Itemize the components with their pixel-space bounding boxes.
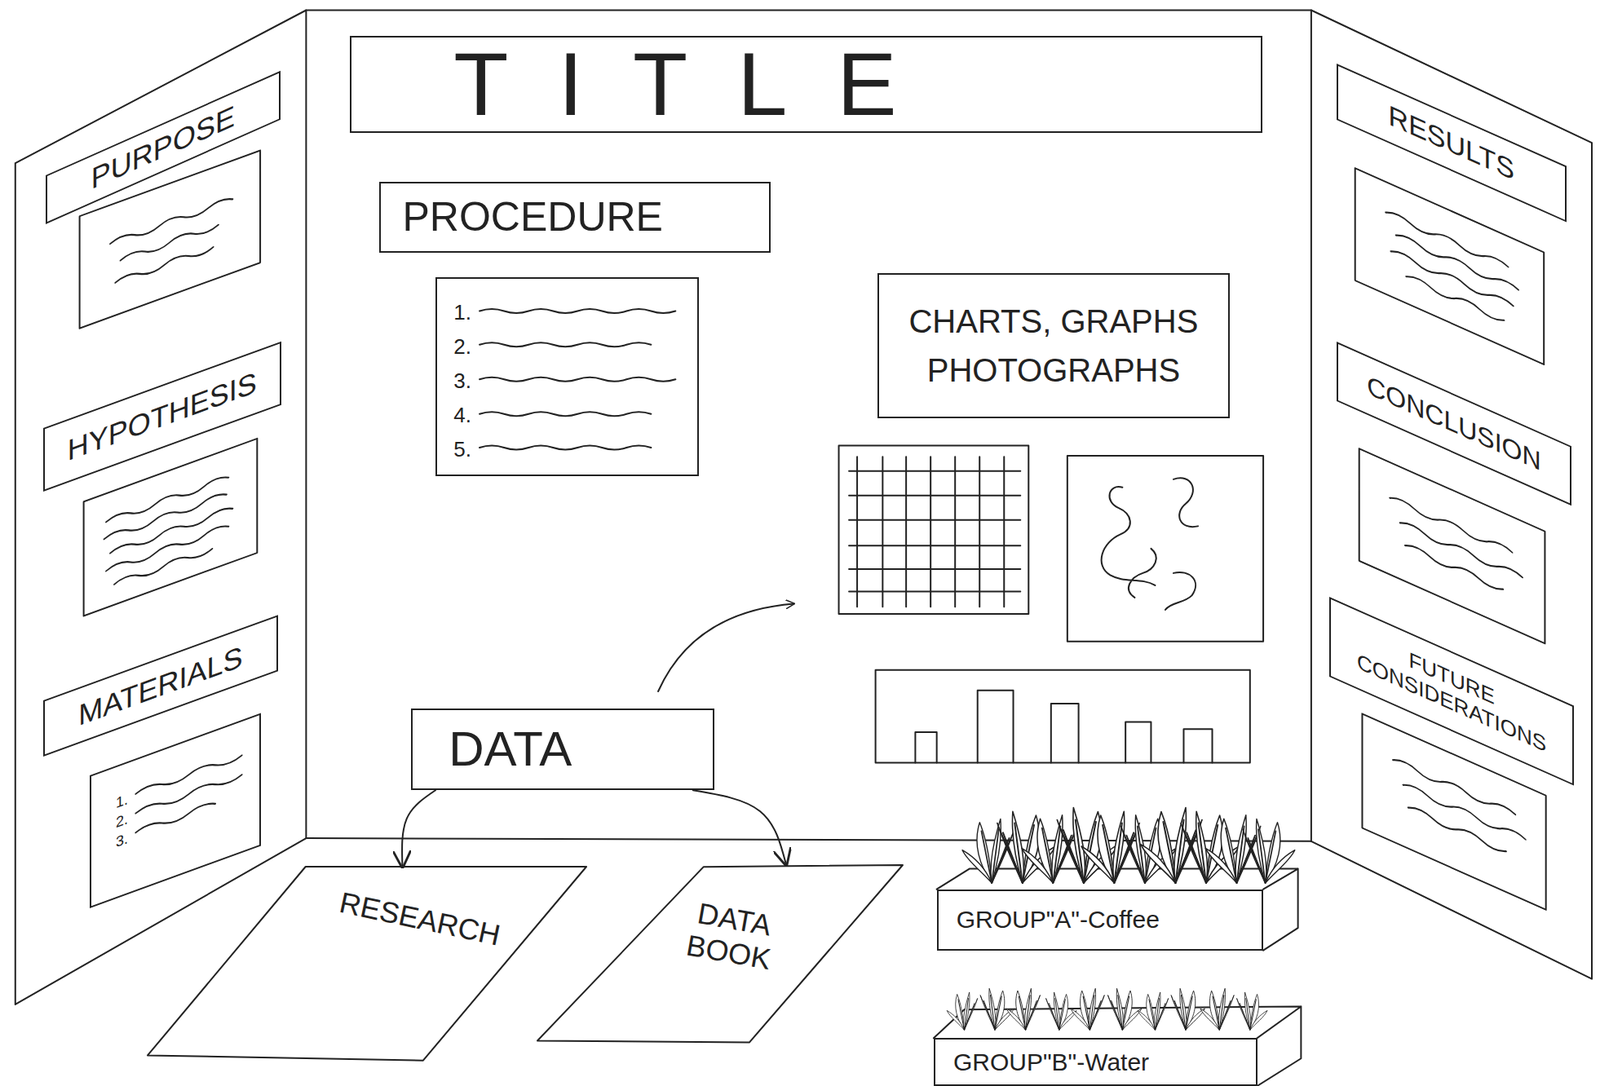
- plant: [1070, 988, 1105, 1030]
- connector-group: [402, 790, 787, 867]
- connector-arrow: [693, 790, 787, 865]
- section-label: PURPOSE: [45, 70, 281, 225]
- scribble-lines: [110, 196, 233, 288]
- scribble-lines: [1392, 756, 1526, 863]
- node-label: TITLE: [453, 30, 947, 138]
- section-label: DATA: [411, 708, 715, 791]
- section-label: PROCEDURE: [379, 181, 770, 254]
- node-label: DATA BOOK: [673, 893, 790, 979]
- plant: [946, 992, 978, 1030]
- list-card: 1.2.3.4.5.: [435, 277, 699, 477]
- paper-outline-shape: [537, 865, 903, 1044]
- scribble-lines: [104, 472, 234, 592]
- scribble-lines: [479, 309, 676, 451]
- section-label: RESULTS: [1336, 63, 1567, 222]
- plant: [1242, 818, 1296, 884]
- node-label: PURPOSE: [91, 97, 235, 198]
- paper-outline-shape: [147, 866, 587, 1061]
- list-number: 2.: [453, 329, 698, 364]
- list-number: 3.: [115, 780, 260, 853]
- left-panel: [15, 10, 307, 1005]
- center-panel: [305, 10, 1312, 842]
- plant: [1140, 808, 1203, 884]
- list-number: 3.: [453, 363, 698, 398]
- node-label: GROUP"B"-Water: [953, 1047, 1150, 1078]
- title-box: TITLE: [349, 35, 1263, 133]
- photo-squiggle: [1101, 477, 1198, 610]
- section-label: FUTURE CONSIDERATIONS: [1329, 596, 1574, 786]
- node-label: PROCEDURE: [402, 192, 663, 242]
- pointer-arrow: [658, 603, 794, 692]
- node-label: RESEARCH: [336, 885, 504, 953]
- node-label: RESULTS: [1388, 97, 1515, 187]
- bar-chart-bars: [914, 690, 1212, 764]
- text-card-frame: [1359, 448, 1546, 644]
- node-label: CONCLUSION: [1366, 369, 1541, 478]
- plant: [1108, 988, 1142, 1030]
- planter-label: GROUP"A"-Coffee: [937, 889, 1264, 951]
- list-number: 1.: [115, 741, 260, 814]
- grid-chart-frame: [839, 446, 1030, 615]
- scribble-lines: [135, 752, 242, 836]
- plant: [1006, 988, 1040, 1030]
- plant: [1137, 992, 1169, 1030]
- node-label: CHARTS, GRAPHS PHOTOGRAPHS: [882, 296, 1225, 395]
- node-label: MATERIALS: [78, 638, 243, 734]
- planter-label: GROUP"B"-Water: [933, 1038, 1258, 1086]
- section-label: CONCLUSION: [1336, 341, 1572, 506]
- node-label: GROUP"A"-Coffee: [956, 905, 1160, 935]
- text-card-frame: [1355, 167, 1544, 365]
- text-card: [1359, 448, 1546, 644]
- list-card: 1.2.3.: [89, 712, 261, 908]
- right-panel: [1311, 10, 1592, 980]
- grid-chart-lines: [848, 456, 1021, 607]
- node-label: DATA: [448, 720, 572, 779]
- list-lines: [135, 752, 242, 836]
- list-number: 1.: [453, 295, 698, 330]
- bar-chart-frame: [875, 670, 1251, 764]
- paper-sheet: RESEARCH: [147, 866, 587, 1061]
- section-label: MATERIALS: [43, 614, 279, 757]
- list-number: 4.: [453, 397, 698, 433]
- plant: [1171, 988, 1205, 1030]
- text-card: [1355, 167, 1544, 365]
- plant: [1200, 988, 1234, 1030]
- plant: [962, 818, 1015, 884]
- section-label: HYPOTHESIS: [43, 341, 282, 492]
- scribble-lines: [1385, 209, 1519, 330]
- node-label: HYPOTHESIS: [66, 364, 257, 469]
- node-label: FUTURE CONSIDERATIONS: [1334, 614, 1570, 768]
- connector-arrow: [402, 790, 436, 867]
- text-card: [83, 438, 258, 616]
- paper-sheet: DATA BOOK: [537, 865, 903, 1044]
- scribble-lines: [1389, 495, 1523, 602]
- section-label: CHARTS, GRAPHS PHOTOGRAPHS: [877, 273, 1230, 419]
- text-card-frame: [83, 438, 258, 616]
- photo-frame: [1067, 455, 1264, 642]
- list-number: 5.: [453, 432, 698, 467]
- plant: [980, 988, 1014, 1030]
- plant: [1237, 992, 1269, 1030]
- list-number: 2.: [115, 760, 260, 833]
